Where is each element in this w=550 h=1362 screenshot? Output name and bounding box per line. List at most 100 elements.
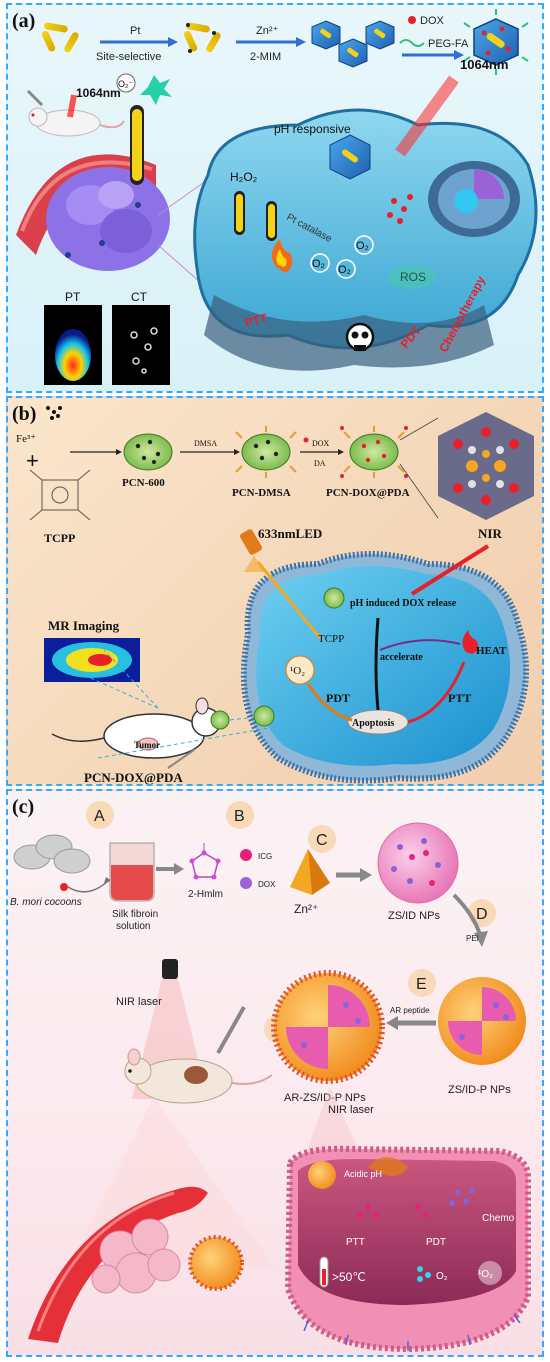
tumor-vessel <box>16 154 170 271</box>
laser-beam-right <box>395 75 459 157</box>
panel-a: (a) Pt Site-selective Zn²⁺ 2-MIM DOX PEG… <box>6 3 544 393</box>
laser-beam-left <box>67 94 77 118</box>
thermometer-icon <box>319 1256 329 1288</box>
zn-label: Zn²⁺ <box>294 902 318 916</box>
cocoons <box>13 834 91 874</box>
nucleus-illustration <box>428 161 520 237</box>
panel-a-illustration: (a) Pt Site-selective Zn²⁺ 2-MIM DOX PEG… <box>12 9 538 385</box>
ar-zs-id-p-nanoparticle <box>271 970 385 1084</box>
tcpp-structure <box>29 469 91 521</box>
zs-id-nanoparticle <box>377 822 459 904</box>
ct-image-label: CT <box>131 290 148 304</box>
tcpp-label: TCPP <box>44 531 75 545</box>
tcpp2-label: TCPP <box>318 633 344 645</box>
ptt-label-b: PTT <box>448 691 471 705</box>
pcn-dox-pda-label: PCN-DOX@PDA <box>326 487 410 499</box>
legend-dox: DOX <box>420 15 445 27</box>
ph-dox-label: pH induced DOX release <box>350 598 457 609</box>
ptt-label-c: PTT <box>346 1237 365 1248</box>
pt-image-label: PT <box>65 290 81 304</box>
ar-zs-label: AR-ZS/ID-P NPs <box>284 1092 366 1104</box>
silk-label-2: solution <box>116 921 150 932</box>
blood-vessel <box>28 1186 208 1343</box>
step-e: E <box>416 976 427 993</box>
panel-c-label: (c) <box>12 796 34 818</box>
panel-b-illustration: (b) Fe³⁺ + TCPP PCN-600 DMSA PCN-DMSA DO… <box>12 403 534 784</box>
legend-peg: PEG-FA <box>428 38 469 50</box>
icg-label: ICG <box>258 852 272 861</box>
zs-id-label: ZS/ID NPs <box>388 910 440 922</box>
released-drug-dots <box>449 1188 475 1206</box>
o2-label-c: O₂ <box>436 1271 448 1282</box>
cell-surface-receptors <box>303 1314 521 1351</box>
da-label: DA <box>314 459 326 468</box>
cocoons-label: B. mori cocoons <box>10 897 82 908</box>
h2o2-label: H₂O₂ <box>230 170 258 184</box>
zinc-pyramid <box>290 849 330 895</box>
nir-laser-label-1: NIR laser <box>116 996 162 1008</box>
iron-dots <box>46 406 62 420</box>
mouse-c <box>124 1048 273 1104</box>
pcn600-particle <box>123 433 173 471</box>
o2-label-c: O₂ <box>338 264 351 276</box>
pei-label: PEI <box>466 934 479 943</box>
nir-label: NIR <box>478 526 502 541</box>
dox-label: DOX <box>312 439 330 448</box>
mr-image <box>44 638 140 682</box>
panel-b-label: (b) <box>12 403 36 425</box>
ct-image <box>112 305 170 385</box>
zs-id-p-label: ZS/ID-P NPs <box>448 1084 511 1096</box>
dox-legend-dot <box>408 16 416 24</box>
tumor-label: Tumor <box>134 740 160 750</box>
cell-nanoparticle <box>329 134 371 180</box>
mof-crystal-structure <box>438 412 534 520</box>
rod-triangle-1 <box>41 22 79 53</box>
nanoparticle-near-tumor <box>188 1235 244 1291</box>
led-lamp <box>240 529 266 572</box>
step2-sublabel: 2-MIM <box>250 51 281 63</box>
ph-responsive-label: pH responsive <box>274 122 351 136</box>
o2-label: ¹O₂ <box>290 665 305 677</box>
step-b: B <box>234 808 245 825</box>
laser-right-label: 1064nm <box>460 57 508 72</box>
step-a: A <box>94 808 105 825</box>
tumor-cell-b <box>240 551 529 784</box>
nir-laser-label-2: NIR laser <box>328 1104 374 1116</box>
fe-label: Fe³⁺ <box>16 433 36 445</box>
step1-label: Pt <box>130 25 140 37</box>
step2-label: Zn²⁺ <box>256 25 279 37</box>
pdt-label-c: PDT <box>426 1237 446 1248</box>
mouse-b <box>51 697 221 769</box>
pdt-label-b: PDT <box>326 691 350 705</box>
o2-minus-label: O₂⁻ <box>118 79 133 89</box>
hmim-ring <box>191 852 219 878</box>
dox-dots <box>387 194 413 224</box>
skull-icon <box>345 322 375 352</box>
hmim-label: 2-Hmlm <box>188 889 223 900</box>
zs-id-p-nanoparticle <box>438 977 526 1065</box>
final-nanoparticle <box>463 9 529 75</box>
step-d: D <box>476 906 488 923</box>
rod-triangle-2 <box>183 22 221 53</box>
ros-label: ROS <box>400 270 426 284</box>
chemo-label: Chemo <box>482 1213 515 1224</box>
flame-icon <box>462 630 479 654</box>
pcn-dmsa-label: PCN-DMSA <box>232 487 291 499</box>
panel-a-label: (a) <box>12 10 35 32</box>
peg-legend-wave <box>399 39 425 47</box>
ptt-label: PTT <box>243 311 269 330</box>
accelerate-label: accelerate <box>380 652 423 663</box>
acidic-ph-label: Acidic pH <box>344 1169 382 1179</box>
apoptosis-label: Apoptosis <box>352 718 394 729</box>
dmsa-label: DMSA <box>194 439 217 448</box>
zif-hexagon-group <box>311 20 395 68</box>
dox-label-c: DOX <box>258 880 276 889</box>
panel-c-illustration: (c) A B C D E F B. mori cocoons Silk fib… <box>10 796 531 1353</box>
singlet-o2-label-c: ¹O₂ <box>478 1269 493 1280</box>
o2-label-b: O₂ <box>312 258 325 270</box>
panel-b: (b) Fe³⁺ + TCPP PCN-600 DMSA PCN-DMSA DO… <box>6 396 544 786</box>
temperature-label: >50℃ <box>332 1270 366 1284</box>
heat-label: HEAT <box>476 645 507 657</box>
pcn600-label: PCN-600 <box>122 477 165 489</box>
o2-label-a: O₂ <box>356 240 369 252</box>
